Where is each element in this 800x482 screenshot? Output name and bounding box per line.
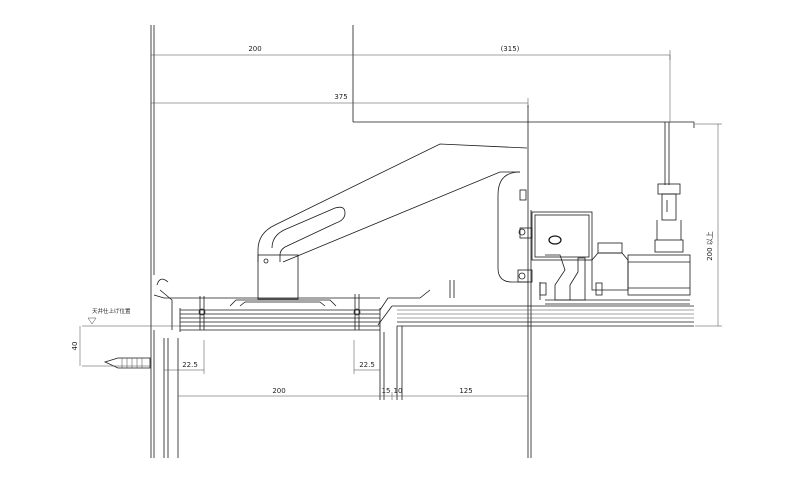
dim-top-200: 200 — [248, 45, 261, 53]
right-dimension: 200 以上 — [695, 123, 722, 327]
ceiling-board-right — [377, 305, 694, 327]
dim-bottom-125: 125 — [459, 387, 472, 395]
dim-top-315: (315) — [501, 45, 520, 53]
top-dimensions: 200 (315) 375 — [150, 45, 671, 122]
lower-wall — [153, 326, 403, 458]
dim-left-40: 40 — [71, 342, 79, 351]
ceiling-level-label: 天井仕上げ位置 — [92, 307, 131, 315]
dim-bottom-22-5-left: 22.5 — [182, 361, 198, 369]
wall-anchor — [103, 357, 151, 369]
wall — [150, 25, 155, 458]
upper-structure — [352, 25, 695, 128]
ceiling-level-marker: 天井仕上げ位置 40 — [71, 307, 180, 367]
marker-ellipse — [548, 235, 562, 245]
hanger-rod — [654, 122, 684, 253]
bolts — [517, 189, 533, 283]
vertical-centerline — [527, 105, 532, 458]
dim-right-200: 200 以上 — [705, 231, 714, 261]
bottom-dimensions: 22.5 22.5 200 15 10 125 — [164, 340, 529, 400]
dim-bottom-200: 200 — [272, 387, 285, 395]
channel-assembly — [531, 211, 691, 305]
door-frame — [153, 278, 431, 332]
dim-bottom-15: 15 — [382, 387, 391, 395]
bracket-arm — [257, 143, 528, 300]
dim-bottom-10: 10 — [394, 387, 403, 395]
screws — [198, 280, 541, 330]
dim-top-375: 375 — [334, 93, 347, 101]
dim-bottom-22-5-right: 22.5 — [359, 361, 375, 369]
